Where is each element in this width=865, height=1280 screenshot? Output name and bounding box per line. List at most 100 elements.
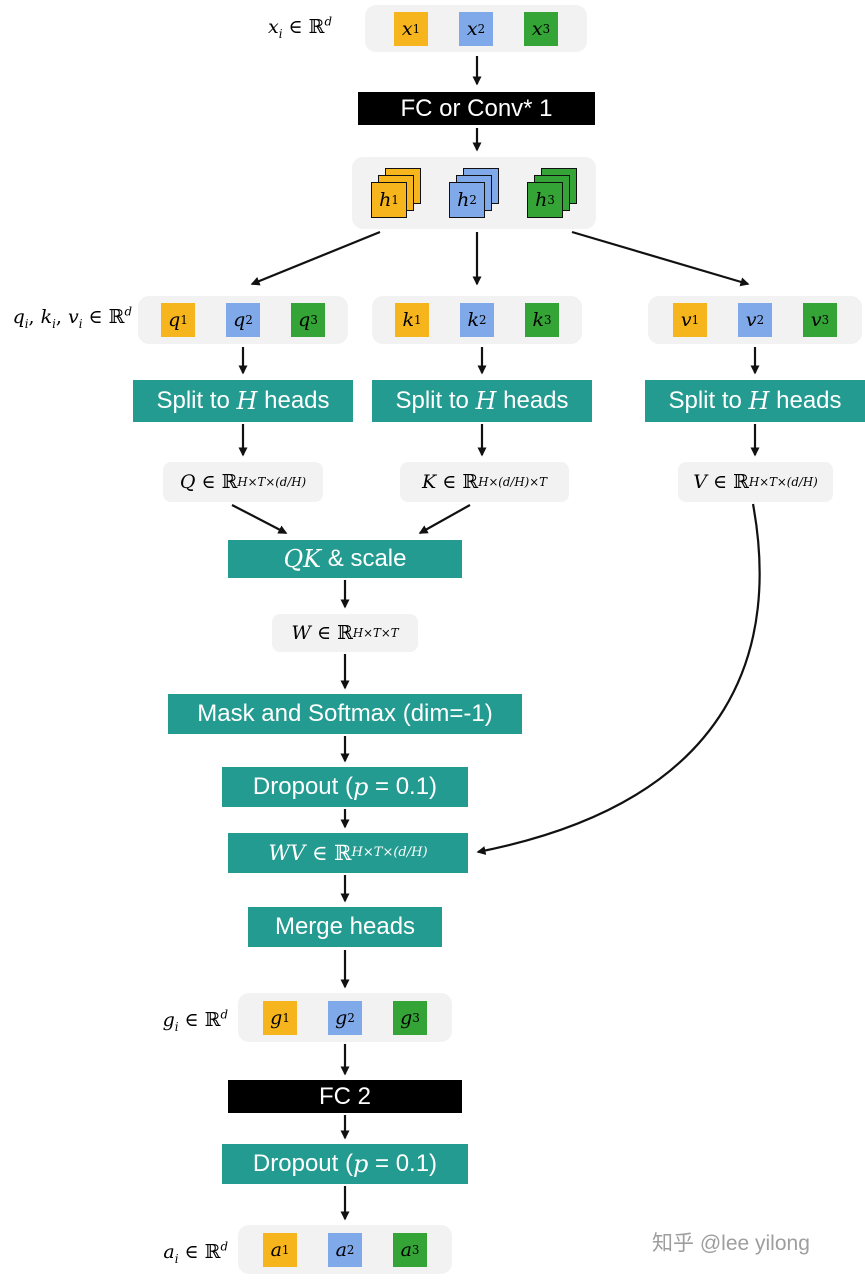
set: ∈ ℝ bbox=[310, 622, 353, 644]
set: ∈ ℝ bbox=[282, 16, 325, 38]
var: K bbox=[422, 471, 437, 493]
post: heads bbox=[769, 387, 842, 414]
op-qk-scale: QK & scale bbox=[228, 540, 462, 578]
op-dropout-1: Dropout (p = 0.1) bbox=[222, 767, 468, 807]
sub: i bbox=[174, 1019, 179, 1034]
var: a bbox=[270, 1238, 282, 1261]
var: V bbox=[693, 471, 708, 493]
op-fc2-label: FC 2 bbox=[318, 1082, 371, 1110]
sup: d bbox=[124, 304, 132, 319]
op-dropout-2: Dropout (p = 0.1) bbox=[222, 1144, 468, 1184]
var: v bbox=[68, 306, 79, 328]
var: H bbox=[475, 387, 497, 415]
pre: Split to bbox=[668, 387, 749, 414]
var: v bbox=[745, 309, 757, 331]
var: g bbox=[400, 1006, 413, 1029]
var: QK bbox=[283, 545, 322, 573]
var: H bbox=[748, 387, 770, 415]
var: h bbox=[379, 189, 392, 211]
var: g bbox=[335, 1006, 348, 1029]
var: q bbox=[233, 309, 246, 331]
pre: Split to bbox=[156, 387, 237, 414]
var: x bbox=[401, 17, 413, 40]
set: ∈ ℝ bbox=[178, 1241, 221, 1263]
post: & scale bbox=[321, 545, 407, 572]
sub: i bbox=[174, 1251, 179, 1266]
var: a bbox=[335, 1238, 347, 1261]
var: Q bbox=[179, 471, 196, 493]
pre: Dropout ( bbox=[252, 1150, 353, 1177]
var: k bbox=[532, 309, 544, 331]
var: v bbox=[810, 309, 822, 331]
var: x bbox=[531, 17, 543, 40]
var: WV bbox=[268, 841, 306, 865]
op-merge-heads: Merge heads bbox=[248, 907, 442, 947]
op-fc2: FC 2 bbox=[228, 1080, 462, 1113]
var: v bbox=[680, 309, 692, 331]
pre: Dropout ( bbox=[252, 773, 353, 800]
set: ∈ ℝ bbox=[707, 471, 749, 493]
sub: i bbox=[78, 316, 83, 331]
var: W bbox=[291, 622, 311, 644]
var: p bbox=[352, 1150, 369, 1178]
var: p bbox=[352, 773, 369, 801]
var: k bbox=[40, 306, 53, 328]
x-dim-label: xi ∈ ℝd bbox=[180, 14, 332, 41]
var: k bbox=[402, 309, 414, 331]
set: ∈ ℝ bbox=[436, 471, 479, 493]
a-dim-label: ai ∈ ℝd bbox=[140, 1241, 228, 1266]
var: g bbox=[270, 1006, 283, 1029]
post: heads bbox=[257, 387, 330, 414]
sup: d bbox=[324, 14, 332, 29]
sub: i bbox=[278, 26, 283, 41]
var: g bbox=[162, 1009, 175, 1031]
op-split-heads-v: Split to H heads bbox=[645, 380, 865, 422]
sub: i bbox=[24, 316, 29, 331]
g-dim-label: gi ∈ ℝd bbox=[140, 1009, 228, 1034]
op-mask-softmax: Mask and Softmax (dim=-1) bbox=[168, 694, 522, 734]
op-split-heads-q: Split to H heads bbox=[133, 380, 353, 422]
post: heads bbox=[496, 387, 569, 414]
set: ∈ ℝ bbox=[82, 306, 125, 328]
var: x bbox=[466, 17, 478, 40]
sep: , bbox=[28, 306, 41, 328]
var: a bbox=[163, 1241, 175, 1263]
op-fc1-label: FC or Conv* 1 bbox=[400, 94, 553, 122]
var: q bbox=[12, 306, 25, 328]
set: ∈ ℝ bbox=[195, 471, 238, 493]
var: k bbox=[467, 309, 479, 331]
var: a bbox=[400, 1238, 412, 1261]
sep: , bbox=[55, 306, 69, 328]
var: H bbox=[236, 387, 258, 415]
post: = 0.1) bbox=[368, 1150, 438, 1177]
var: q bbox=[168, 309, 181, 331]
op-split-heads-k: Split to H heads bbox=[372, 380, 592, 422]
